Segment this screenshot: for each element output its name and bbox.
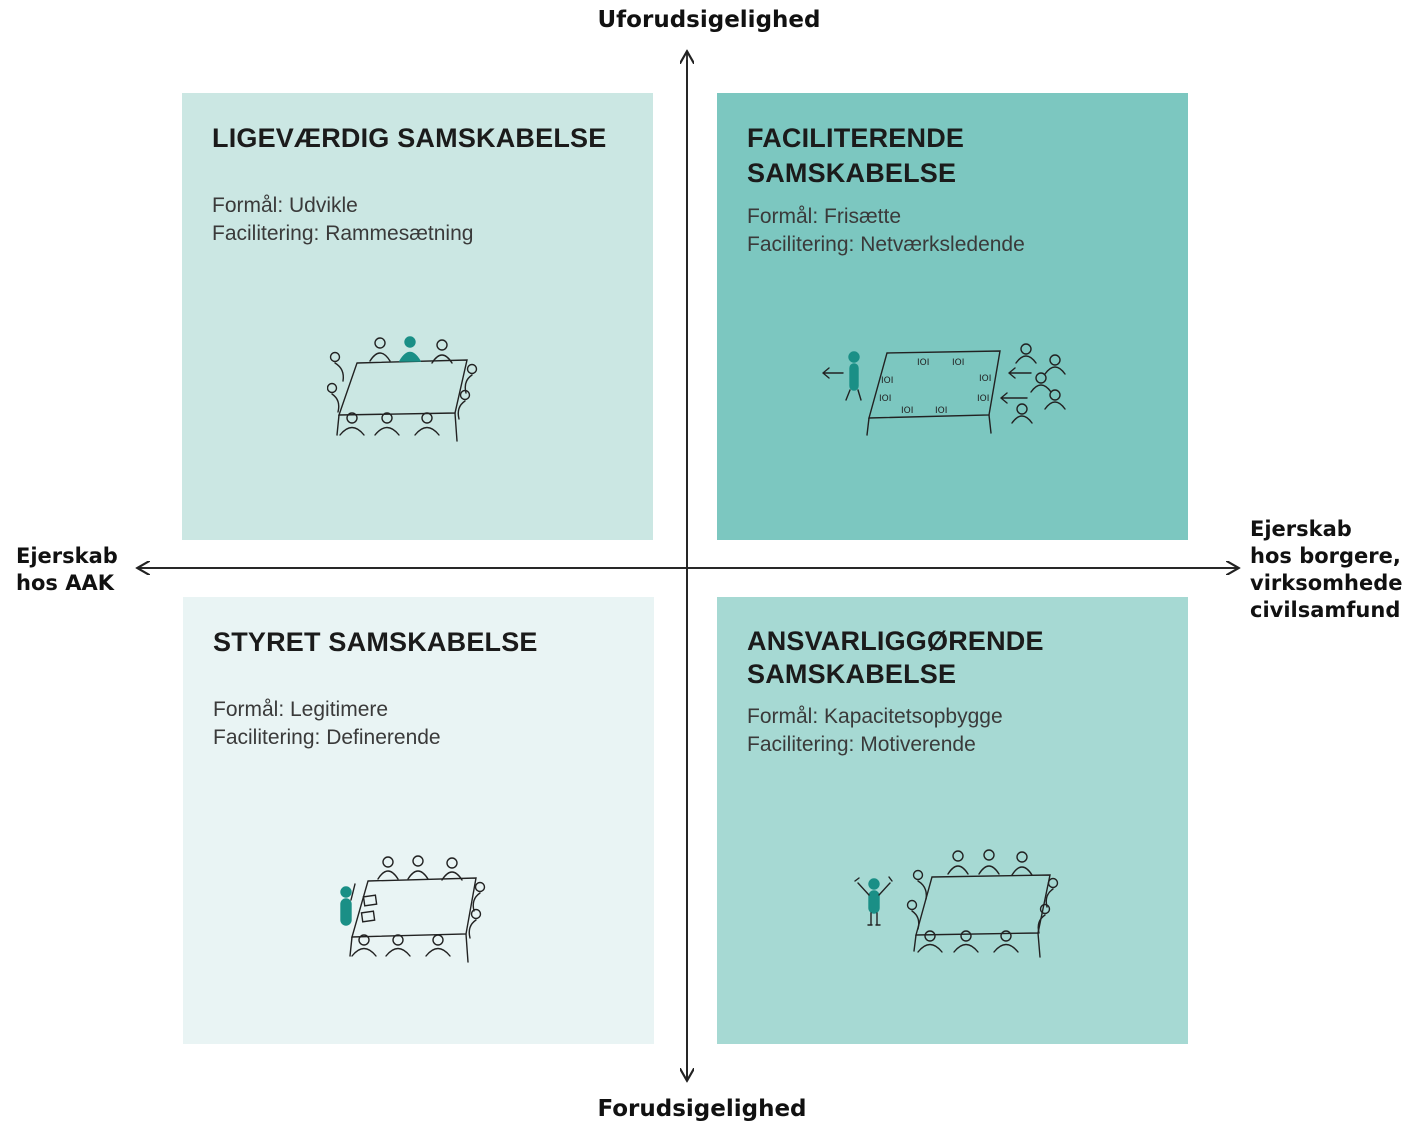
quadrant-title: ANSVARLIGGØRENDE SAMSKABELSE [747, 625, 1158, 691]
axis-label-left-line: Ejerskab [16, 544, 118, 568]
quadrant-title-line: SAMSKABELSE [747, 659, 957, 689]
motivator-table-icon [854, 849, 1059, 958]
svg-text:IOI: IOI [952, 358, 964, 368]
quadrant-title-line: STYRET SAMSKABELSE [213, 627, 538, 657]
svg-text:IOI: IOI [901, 406, 913, 416]
axis-label-bottom: Forudsigelighed [597, 1096, 807, 1122]
quadrant-meta: Formål: Frisætte Facilitering: Netværksl… [747, 203, 1158, 259]
axis-label-right-line: Ejerskab [1250, 517, 1352, 541]
svg-text:IOI: IOI [879, 394, 891, 404]
quadrant-title-line: ANSVARLIGGØRENDE [747, 626, 1044, 656]
quadrant-purpose: Formål: Udvikle [212, 194, 358, 217]
svg-text:IOI: IOI [935, 406, 947, 416]
quadrant-facilitation: Facilitering: Rammesætning [212, 222, 474, 245]
axis-label-right-line: civilsamfund [1250, 598, 1401, 622]
axis-label-top: Uforudsigelighed [597, 7, 821, 33]
quadrant-title-line: FACILITERENDE [747, 123, 965, 153]
quadrant-purpose: Formål: Kapacitetsopbygge [747, 705, 1003, 728]
quadrant-title: FACILITERENDE SAMSKABELSE [747, 121, 1158, 191]
quadrant-facilitation: Facilitering: Definerende [213, 726, 441, 749]
quadrant-title: LIGEVÆRDIG SAMSKABELSE [212, 121, 623, 156]
quadrant-title-line: SAMSKABELSE [747, 158, 957, 188]
quadrant-title-line: LIGEVÆRDIG SAMSKABELSE [212, 123, 607, 153]
quadrant-meta: Formål: Udvikle Facilitering: Rammesætni… [212, 192, 623, 248]
quadrant-title: STYRET SAMSKABELSE [213, 625, 624, 660]
svg-text:IOI: IOI [979, 374, 991, 384]
axis-label-left: Ejerskab hos AAK [16, 543, 118, 597]
presenter-table-icon [340, 855, 486, 963]
quadrant-purpose: Formål: Legitimere [213, 698, 389, 721]
axis-label-right: Ejerskab hos borgere, virksomheder, civi… [1250, 516, 1404, 624]
quadrant-purpose: Formål: Frisætte [747, 205, 902, 228]
svg-text:IOI: IOI [881, 376, 893, 386]
quadrant-facilitation: Facilitering: Motiverende [747, 733, 976, 756]
axis-label-right-line: hos borgere, [1250, 544, 1401, 568]
meeting-table-icon [327, 336, 478, 442]
svg-text:IOI: IOI [977, 394, 989, 404]
quadrant-facilitating-cocreation: FACILITERENDE SAMSKABELSE Formål: Frisæt… [717, 93, 1188, 540]
axis-label-left-line: hos AAK [16, 571, 114, 595]
quadrant-accountable-cocreation: ANSVARLIGGØRENDE SAMSKABELSE Formål: Kap… [717, 597, 1188, 1044]
quadrant-directed-cocreation: STYRET SAMSKABELSE Formål: Legitimere Fa… [183, 597, 654, 1044]
axis-label-right-line: virksomheder, [1250, 571, 1404, 595]
network-table-icon: IOI IOI IOI IOI IOI IOI IOI IOI [822, 343, 1066, 436]
quadrant-facilitation: Facilitering: Netværksledende [747, 233, 1025, 256]
quadrant-meta: Formål: Kapacitetsopbygge Facilitering: … [747, 703, 1158, 759]
quadrant-meta: Formål: Legitimere Facilitering: Definer… [213, 696, 624, 752]
svg-text:IOI: IOI [917, 358, 929, 368]
quadrant-equal-cocreation: LIGEVÆRDIG SAMSKABELSE Formål: Udvikle F… [182, 93, 653, 540]
